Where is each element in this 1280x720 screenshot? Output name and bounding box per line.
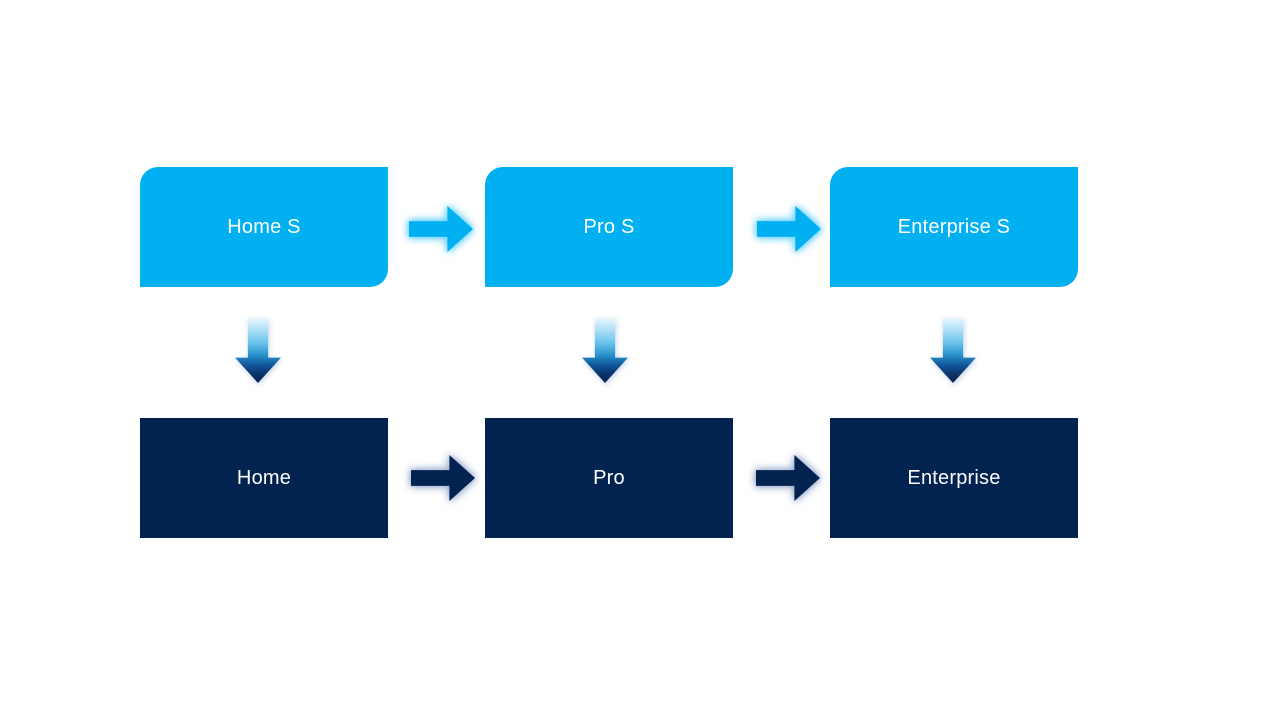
- shape-home-s: Home S: [140, 167, 388, 287]
- shape-pro-s-label: Pro S: [583, 215, 635, 238]
- shape-pro-label: Pro: [593, 466, 625, 489]
- down-arrow-icon: [235, 318, 281, 383]
- right-arrow-shape: [409, 206, 473, 252]
- down-arrow-icon: [930, 318, 976, 383]
- right-arrow-icon: [757, 206, 821, 252]
- right-arrow-shape: [411, 455, 475, 501]
- down-arrow-shape: [235, 318, 281, 383]
- shape-enterprise-label: Enterprise: [907, 466, 1001, 489]
- shape-pro-s: Pro S: [485, 167, 733, 287]
- right-arrow-icon: [756, 455, 820, 501]
- shape-enterprise-s: Enterprise S: [830, 167, 1078, 287]
- shape-home-label: Home: [236, 466, 292, 489]
- shape-home-s-label: Home S: [227, 215, 301, 238]
- shape-home: Home: [140, 418, 388, 538]
- shape-enterprise-s-label: Enterprise S: [897, 215, 1011, 238]
- down-arrow-icon: [582, 318, 628, 383]
- down-arrow-shape: [582, 318, 628, 383]
- right-arrow-icon: [409, 206, 473, 252]
- shape-pro: Pro: [485, 418, 733, 538]
- right-arrow-shape: [756, 455, 820, 501]
- down-arrow-shape: [930, 318, 976, 383]
- shape-enterprise: Enterprise: [830, 418, 1078, 538]
- right-arrow-icon: [411, 455, 475, 501]
- right-arrow-shape: [757, 206, 821, 252]
